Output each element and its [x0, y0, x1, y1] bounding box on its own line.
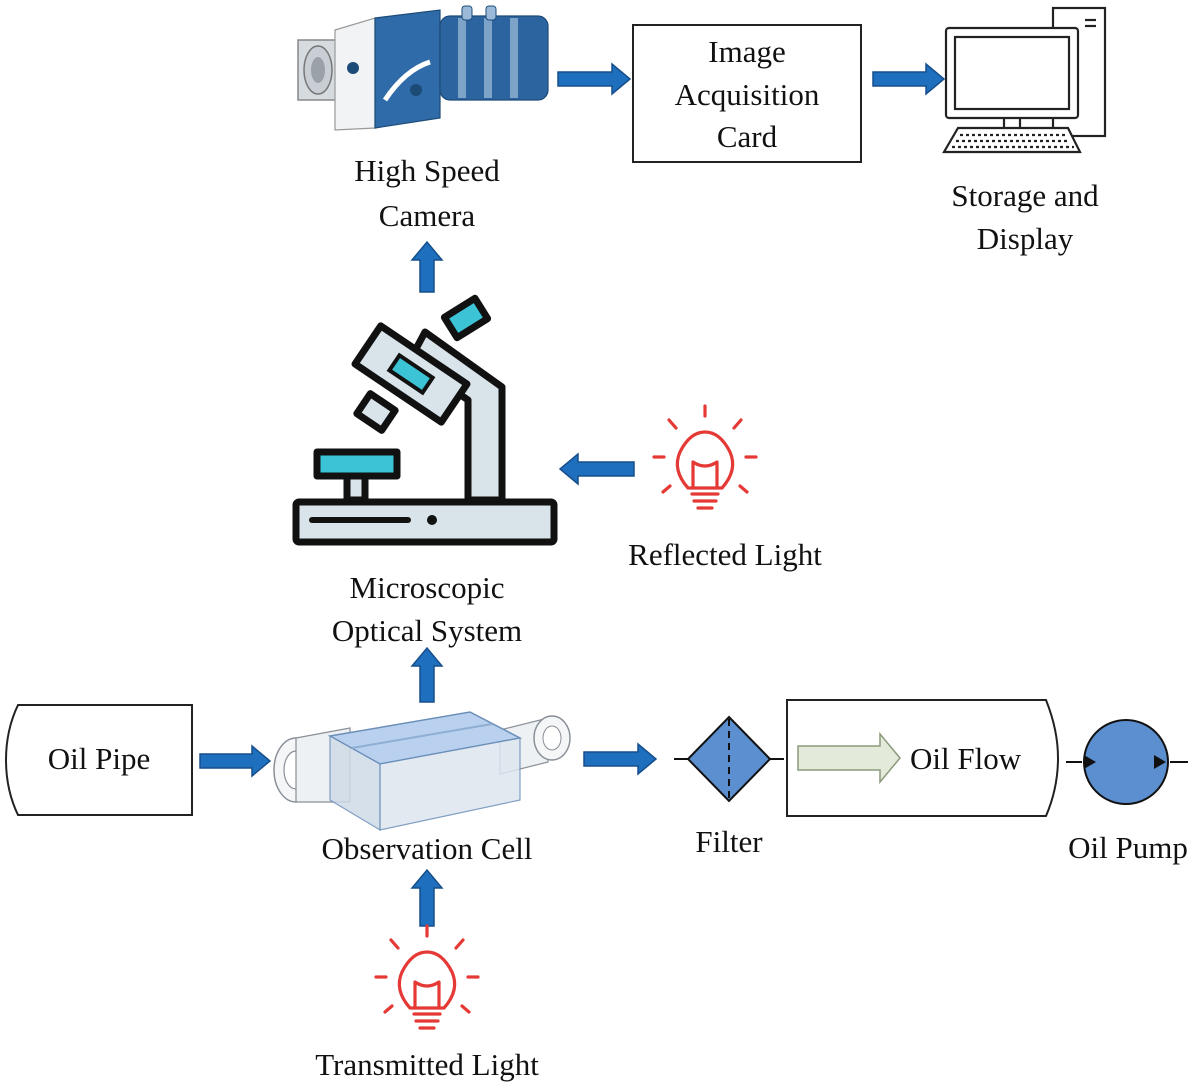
image-acquisition-card-box [632, 24, 862, 163]
microscope-label-line2: Optical System [332, 613, 522, 648]
storage-label-line2: Display [977, 221, 1074, 256]
observation-cell-label: Observation Cell [322, 831, 533, 866]
filter-icon [674, 715, 784, 803]
oil-pump-label: Oil Pump [1068, 830, 1188, 865]
storage-label-line1: Storage and [951, 178, 1099, 213]
computer-icon [942, 6, 1107, 154]
arrow-transmitted-light-to-cell [410, 868, 444, 927]
oil-pipe-label: Oil Pipe [48, 741, 150, 776]
transmitted-light-label: Transmitted Light [315, 1047, 539, 1082]
arrow-camera-to-card [557, 62, 632, 96]
oil-flow-label: Oil Flow [910, 741, 1022, 776]
reflected-light-label: Reflected Light [628, 537, 822, 572]
card-label-line3: Card [717, 119, 778, 154]
camera-icon [297, 5, 549, 131]
arrow-reflected-light-to-microscope [558, 452, 635, 486]
camera-label-line1: High Speed [354, 153, 500, 188]
camera-label-line2: Camera [379, 198, 476, 233]
card-label-line1: Image [708, 34, 785, 69]
filter-label: Filter [695, 824, 763, 859]
oil-flow-arrow [797, 731, 901, 785]
arrow-pipe-to-cell [199, 744, 272, 778]
arrow-cell-to-microscope [410, 646, 444, 703]
microscope-label-line1: Microscopic [350, 570, 505, 605]
arrow-cell-to-filter [583, 742, 658, 776]
transmitted-light-bulb-icon [374, 924, 480, 1030]
flow-cell-icon [273, 711, 571, 832]
oil-flow-box [786, 699, 1060, 817]
microscope-icon [292, 294, 558, 546]
oil-pipe-box [4, 704, 193, 816]
card-label-line2: Acquisition [675, 77, 820, 112]
reflected-light-bulb-icon [652, 404, 758, 510]
arrow-card-to-storage [872, 62, 946, 96]
pump-icon [1066, 719, 1188, 805]
arrow-microscope-to-camera [410, 240, 444, 293]
